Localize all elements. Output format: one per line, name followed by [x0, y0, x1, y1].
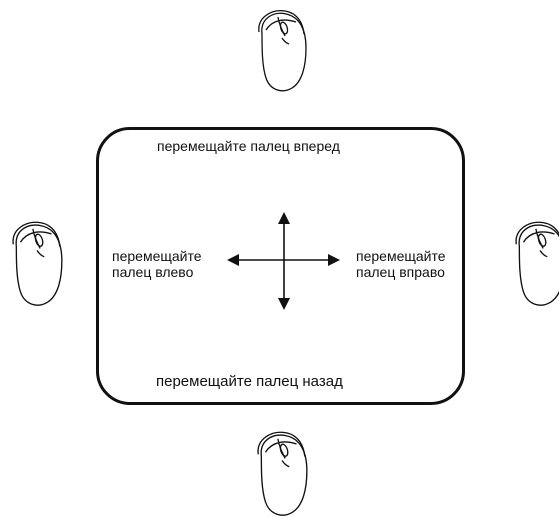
- computer-mouse-icon: [257, 431, 308, 516]
- arrow-up-icon: [278, 212, 290, 224]
- move-right-label: перемещайте палец вправо: [356, 248, 446, 280]
- touchpad-area: [96, 127, 465, 405]
- move-forward-label: перемещайте палец вперед: [157, 138, 340, 154]
- arrow-left-icon: [227, 254, 239, 266]
- arrow-down-icon: [278, 298, 290, 310]
- move-back-label: перемещайте палец назад: [156, 373, 343, 390]
- move-left-label: перемещайте палец влево: [112, 248, 202, 280]
- computer-mouse-icon: [12, 221, 63, 306]
- computer-mouse-icon: [258, 10, 307, 92]
- computer-mouse-icon: [515, 221, 559, 306]
- arrow-right-icon: [328, 254, 340, 266]
